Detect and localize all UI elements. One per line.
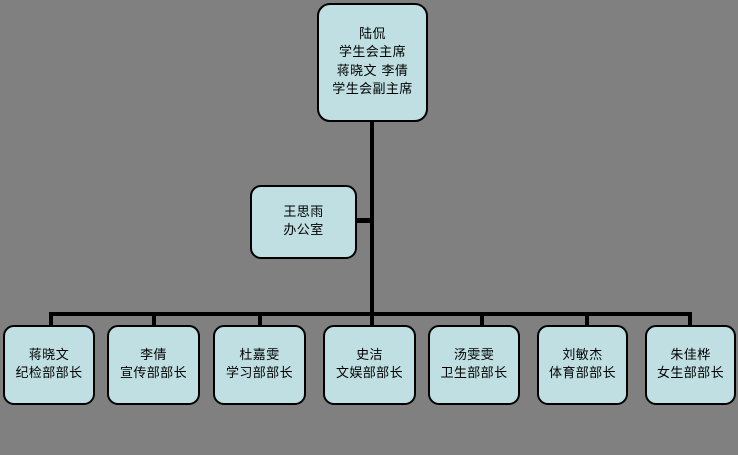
node-department-6[interactable]: 刘敏杰 体育部部长 bbox=[537, 325, 628, 405]
connector-office-stub bbox=[355, 218, 372, 223]
node-president[interactable]: 陆侃 学生会主席 蒋晓文 李倩 学生会副主席 bbox=[317, 3, 428, 122]
vice-president-names: 蒋晓文 李倩 bbox=[336, 63, 409, 79]
department-title: 卫生部部长 bbox=[440, 366, 508, 381]
node-department-1[interactable]: 蒋晓文 纪检部部长 bbox=[3, 325, 95, 405]
department-name: 杜嘉雯 bbox=[239, 347, 280, 363]
connector-drop-5 bbox=[480, 312, 484, 327]
connector-drop-3 bbox=[258, 312, 262, 327]
connector-drop-6 bbox=[585, 312, 589, 327]
connector-drop-1 bbox=[49, 312, 53, 327]
department-title: 女生部部长 bbox=[656, 366, 724, 381]
node-department-7[interactable]: 朱佳桦 女生部部长 bbox=[645, 325, 736, 405]
department-title: 学习部部长 bbox=[225, 366, 293, 381]
node-department-5[interactable]: 汤雯雯 卫生部部长 bbox=[428, 325, 520, 405]
department-title: 宣传部部长 bbox=[119, 366, 187, 381]
president-name: 陆侃 bbox=[359, 26, 386, 42]
node-department-2[interactable]: 李倩 宣传部部长 bbox=[107, 325, 200, 405]
node-department-3[interactable]: 杜嘉雯 学习部部长 bbox=[213, 325, 306, 405]
department-name: 史洁 bbox=[356, 347, 383, 363]
office-name: 王思雨 bbox=[283, 204, 324, 220]
node-department-4[interactable]: 史洁 文娱部部长 bbox=[323, 325, 416, 405]
connector-drop-4 bbox=[370, 312, 374, 327]
node-office[interactable]: 王思雨 办公室 bbox=[250, 185, 357, 259]
department-title: 文娱部部长 bbox=[335, 366, 403, 381]
department-name: 蒋晓文 bbox=[28, 347, 70, 363]
office-title: 办公室 bbox=[283, 223, 324, 238]
department-title: 纪检部部长 bbox=[15, 366, 83, 381]
department-title: 体育部部长 bbox=[548, 366, 616, 381]
department-name: 李倩 bbox=[140, 347, 167, 363]
connector-drop-7 bbox=[688, 312, 692, 327]
department-name: 汤雯雯 bbox=[453, 347, 495, 363]
president-title: 学生会主席 bbox=[338, 45, 406, 61]
department-name: 朱佳桦 bbox=[670, 347, 711, 363]
vice-president-title: 学生会副主席 bbox=[332, 81, 413, 97]
connector-drop-2 bbox=[152, 312, 156, 327]
department-name: 刘敏杰 bbox=[562, 347, 603, 363]
connector-president-stem bbox=[370, 122, 374, 314]
